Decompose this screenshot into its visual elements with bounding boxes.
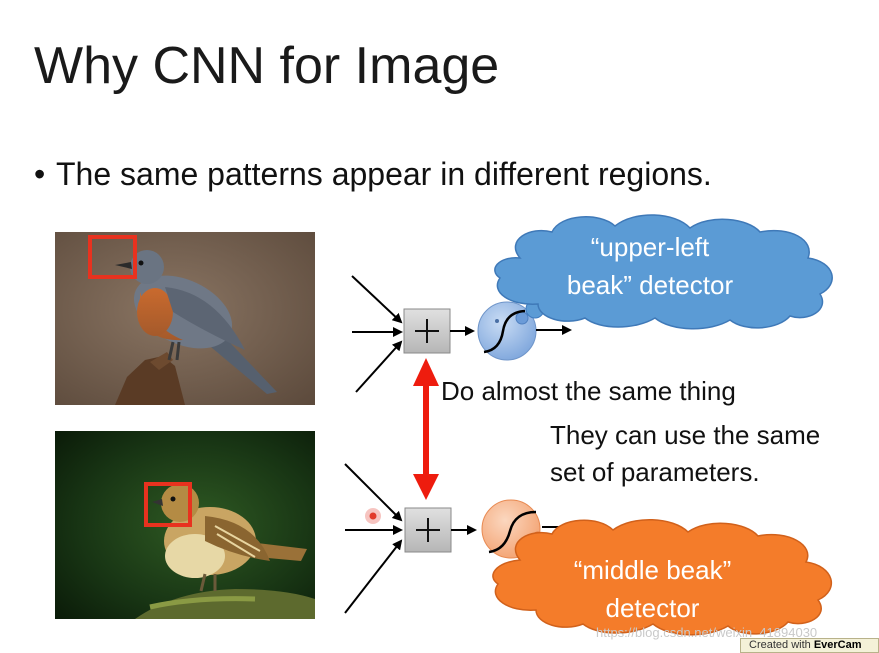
bird-photo-upper — [55, 232, 315, 405]
sum-node-icon — [403, 308, 451, 354]
bullet-icon: • — [34, 156, 46, 192]
cloud-label-upper: “upper-left beak” detector — [540, 228, 760, 304]
activation-neuron-icon-bottom — [488, 510, 537, 554]
evercam-brand: EverCam — [813, 639, 862, 651]
same-thing-double-arrow — [413, 358, 439, 500]
slide-title: Why CNN for Image — [34, 37, 500, 95]
cloud-label-middle-line2: detector — [605, 593, 700, 623]
evercam-badge: Created with EverCam — [740, 638, 879, 653]
cloud-label-upper-line2: beak” detector — [566, 270, 734, 300]
evercam-prefix: Created with — [749, 639, 811, 651]
bullet-point: • The same patterns appear in different r… — [34, 156, 712, 193]
cloud-label-middle-line1: “middle beak” — [573, 555, 732, 585]
highlight-box-upper — [88, 235, 137, 279]
bullet-text: The same patterns appear in different re… — [56, 156, 712, 192]
cloud-label-middle: “middle beak” detector — [540, 551, 765, 627]
sum-node-icon-bottom — [404, 507, 452, 553]
watermark-text: https://blog.csdn.net/weixin_41894030 — [596, 625, 818, 640]
cloud-shape-middle — [492, 519, 833, 636]
cloud-shape-upper — [494, 214, 833, 330]
highlight-box-middle — [144, 482, 192, 527]
annotation-same-thing: Do almost the same thing — [441, 376, 736, 406]
annotation-params-line1: They can use the same — [550, 420, 821, 450]
activation-neuron-icon — [483, 309, 526, 354]
cloud-label-upper-line1: “upper-left — [590, 232, 710, 262]
annotation-params-line2: set of parameters. — [550, 457, 760, 487]
